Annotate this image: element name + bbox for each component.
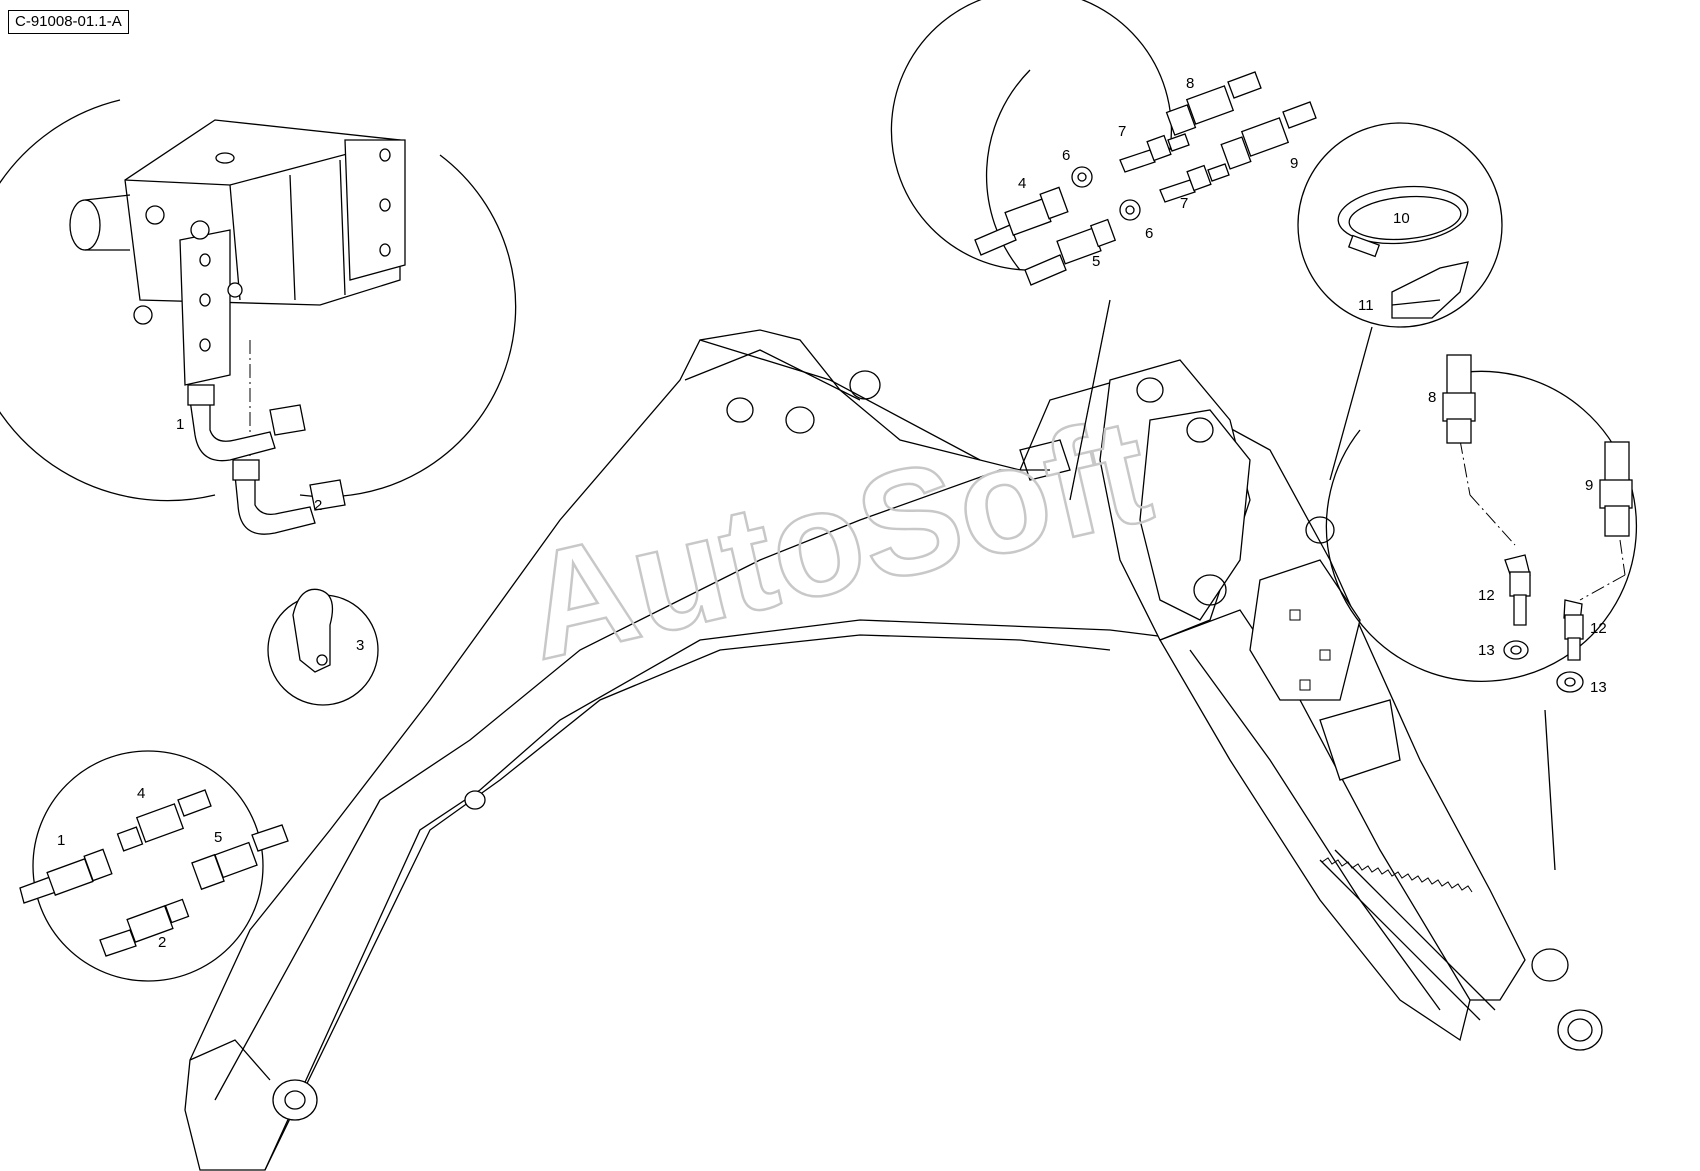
callout-top-8: 8 [1186,75,1194,92]
hose-connector-detail-group: 4 5 6 6 7 7 8 9 [890,0,1317,501]
callout-clamp-10: 10 [1393,210,1410,227]
drawing-reference-label: C-91008-01.1-A [8,10,129,34]
callout-top-9: 9 [1290,155,1298,172]
callout-pump-1: 1 [176,416,184,433]
callout-clip-3: 3 [356,637,364,654]
callout-top-7b: 7 [1180,195,1188,212]
fittings-detail-group: 1 4 5 2 [19,750,289,982]
clamp-detail-group: 10 11 [1297,122,1503,481]
adapter-detail-group: 8 9 12 12 13 13 [1325,354,1638,871]
callout-fitting-5: 5 [214,829,222,846]
callout-right-13a: 13 [1478,642,1495,659]
boom-assembly [184,329,1603,1171]
callout-right-8: 8 [1428,389,1436,406]
callout-fitting-2: 2 [158,934,166,951]
callout-right-12a: 12 [1478,587,1495,604]
callout-top-7a: 7 [1118,123,1126,140]
callout-top-6b: 6 [1145,225,1153,242]
callout-right-9: 9 [1585,477,1593,494]
callout-fitting-4: 4 [137,785,145,802]
pump-detail-group: 1 2 [0,99,517,535]
callout-right-13b: 13 [1590,679,1607,696]
callout-fitting-1: 1 [57,832,65,849]
callout-top-4: 4 [1018,175,1026,192]
callout-top-5: 5 [1092,253,1100,270]
callout-right-12b: 12 [1590,620,1607,637]
callout-pump-2: 2 [314,497,322,514]
callout-clamp-11: 11 [1358,297,1374,314]
callout-top-6a: 6 [1062,147,1070,164]
clip-detail-group: 3 [267,588,379,706]
